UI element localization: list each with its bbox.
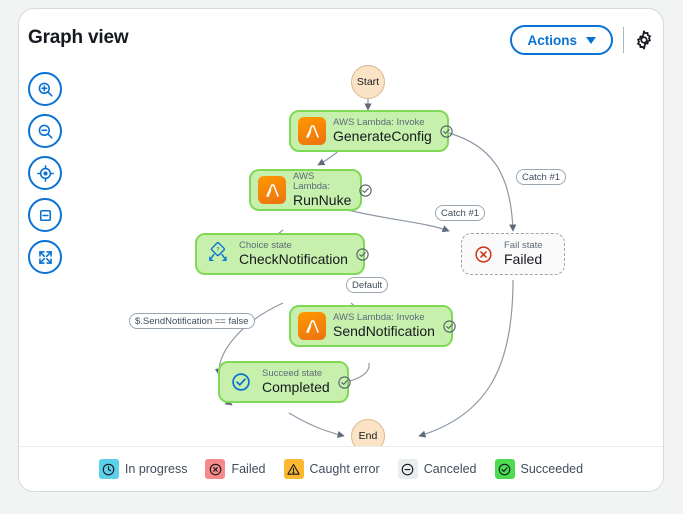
x-circle-icon: [205, 459, 226, 479]
start-node[interactable]: Start: [351, 65, 385, 99]
end-node-label: End: [358, 430, 378, 442]
state-node-type: Fail state: [504, 240, 543, 252]
gear-icon[interactable]: [633, 29, 655, 51]
state-node-name: GenerateConfig: [333, 128, 432, 145]
state-node-sendnotification[interactable]: AWS Lambda: Invoke SendNotification: [289, 305, 456, 347]
status-succeeded-icon: [356, 247, 369, 261]
lambda-icon: [298, 117, 326, 145]
chevron-down-icon: [586, 36, 596, 44]
state-node-failed[interactable]: Fail state Failed: [461, 233, 565, 275]
succeed-icon: [227, 368, 255, 396]
status-succeeded-icon: [443, 319, 456, 333]
svg-text:?: ?: [216, 246, 219, 254]
zoom-in-icon[interactable]: [28, 72, 62, 106]
edge-label-catch1-right: Catch #1: [516, 169, 567, 185]
legend-item: Failed: [205, 459, 266, 479]
graph-view-panel: Graph view Actions: [18, 8, 664, 492]
minus-circle-icon: [397, 459, 418, 479]
graph-canvas[interactable]: Start AWS Lambda: Invoke GenerateConfig: [19, 65, 663, 462]
state-node-text: AWS Lambda: Invoke SendNotification: [333, 313, 435, 339]
state-node-name: CheckNotification: [239, 251, 348, 268]
choice-icon: ?: [204, 240, 232, 268]
state-node-name: RunNuke: [293, 192, 352, 209]
state-node-completed[interactable]: Succeed state Completed: [218, 361, 351, 403]
state-node-text: AWS Lambda: RunNuke: [293, 172, 351, 208]
state-node-text: Choice state CheckNotification: [239, 241, 348, 267]
fail-icon: [469, 240, 497, 268]
status-succeeded-icon: [359, 183, 373, 197]
state-node-name: Completed: [262, 379, 330, 396]
actions-button[interactable]: Actions: [510, 25, 613, 55]
warning-triangle-icon: [283, 459, 304, 479]
center-target-icon[interactable]: [28, 156, 62, 190]
page-title: Graph view: [28, 27, 129, 48]
state-node-type: AWS Lambda: Invoke: [333, 312, 425, 324]
legend-label: Failed: [231, 462, 266, 476]
legend-label: Canceled: [423, 462, 477, 476]
panel-header: Graph view Actions: [19, 9, 663, 69]
state-node-type: Succeed state: [262, 368, 323, 380]
edge-label-default: Default: [346, 277, 389, 293]
zoom-out-icon[interactable]: [28, 114, 62, 148]
actions-button-label: Actions: [527, 32, 577, 48]
legend-label: In progress: [124, 462, 188, 476]
check-circle-icon: [494, 459, 515, 479]
state-node-type: AWS Lambda: Invoke: [333, 117, 425, 129]
state-node-type: AWS Lambda:: [293, 171, 330, 193]
state-node-name: Failed: [504, 251, 543, 268]
lambda-icon: [258, 176, 286, 204]
legend-item: Caught error: [283, 459, 380, 479]
status-succeeded-icon: [440, 124, 453, 138]
legend-item: Canceled: [397, 459, 477, 479]
clock-icon: [98, 459, 119, 479]
fit-screen-icon[interactable]: [28, 198, 62, 232]
legend-item: Succeeded: [494, 459, 584, 479]
state-node-text: Fail state Failed: [504, 241, 558, 267]
state-node-type: Choice state: [239, 240, 292, 252]
legend-label: Succeeded: [520, 462, 584, 476]
edge-label-sendnotification-false: $.SendNotification == false: [129, 313, 255, 329]
state-node-text: AWS Lambda: Invoke GenerateConfig: [333, 118, 432, 144]
graph-toolbar: [28, 72, 70, 282]
lambda-icon: [298, 312, 326, 340]
expand-icon[interactable]: [28, 240, 62, 274]
edge-label-catch1-left: Catch #1: [435, 205, 486, 221]
legend-label: Caught error: [309, 462, 380, 476]
state-node-checknotification[interactable]: ? Choice state CheckNotification: [195, 233, 369, 275]
state-node-text: Succeed state Completed: [262, 369, 330, 395]
status-succeeded-icon: [338, 375, 351, 389]
legend-item: In progress: [98, 459, 188, 479]
state-node-name: SendNotification: [333, 323, 435, 340]
state-node-generateconfig[interactable]: AWS Lambda: Invoke GenerateConfig: [289, 110, 453, 152]
header-divider: [623, 27, 624, 53]
state-node-runnuke[interactable]: AWS Lambda: RunNuke: [249, 169, 373, 211]
start-node-label: Start: [356, 76, 380, 88]
status-legend: In progress Failed Caught error: [19, 446, 663, 491]
